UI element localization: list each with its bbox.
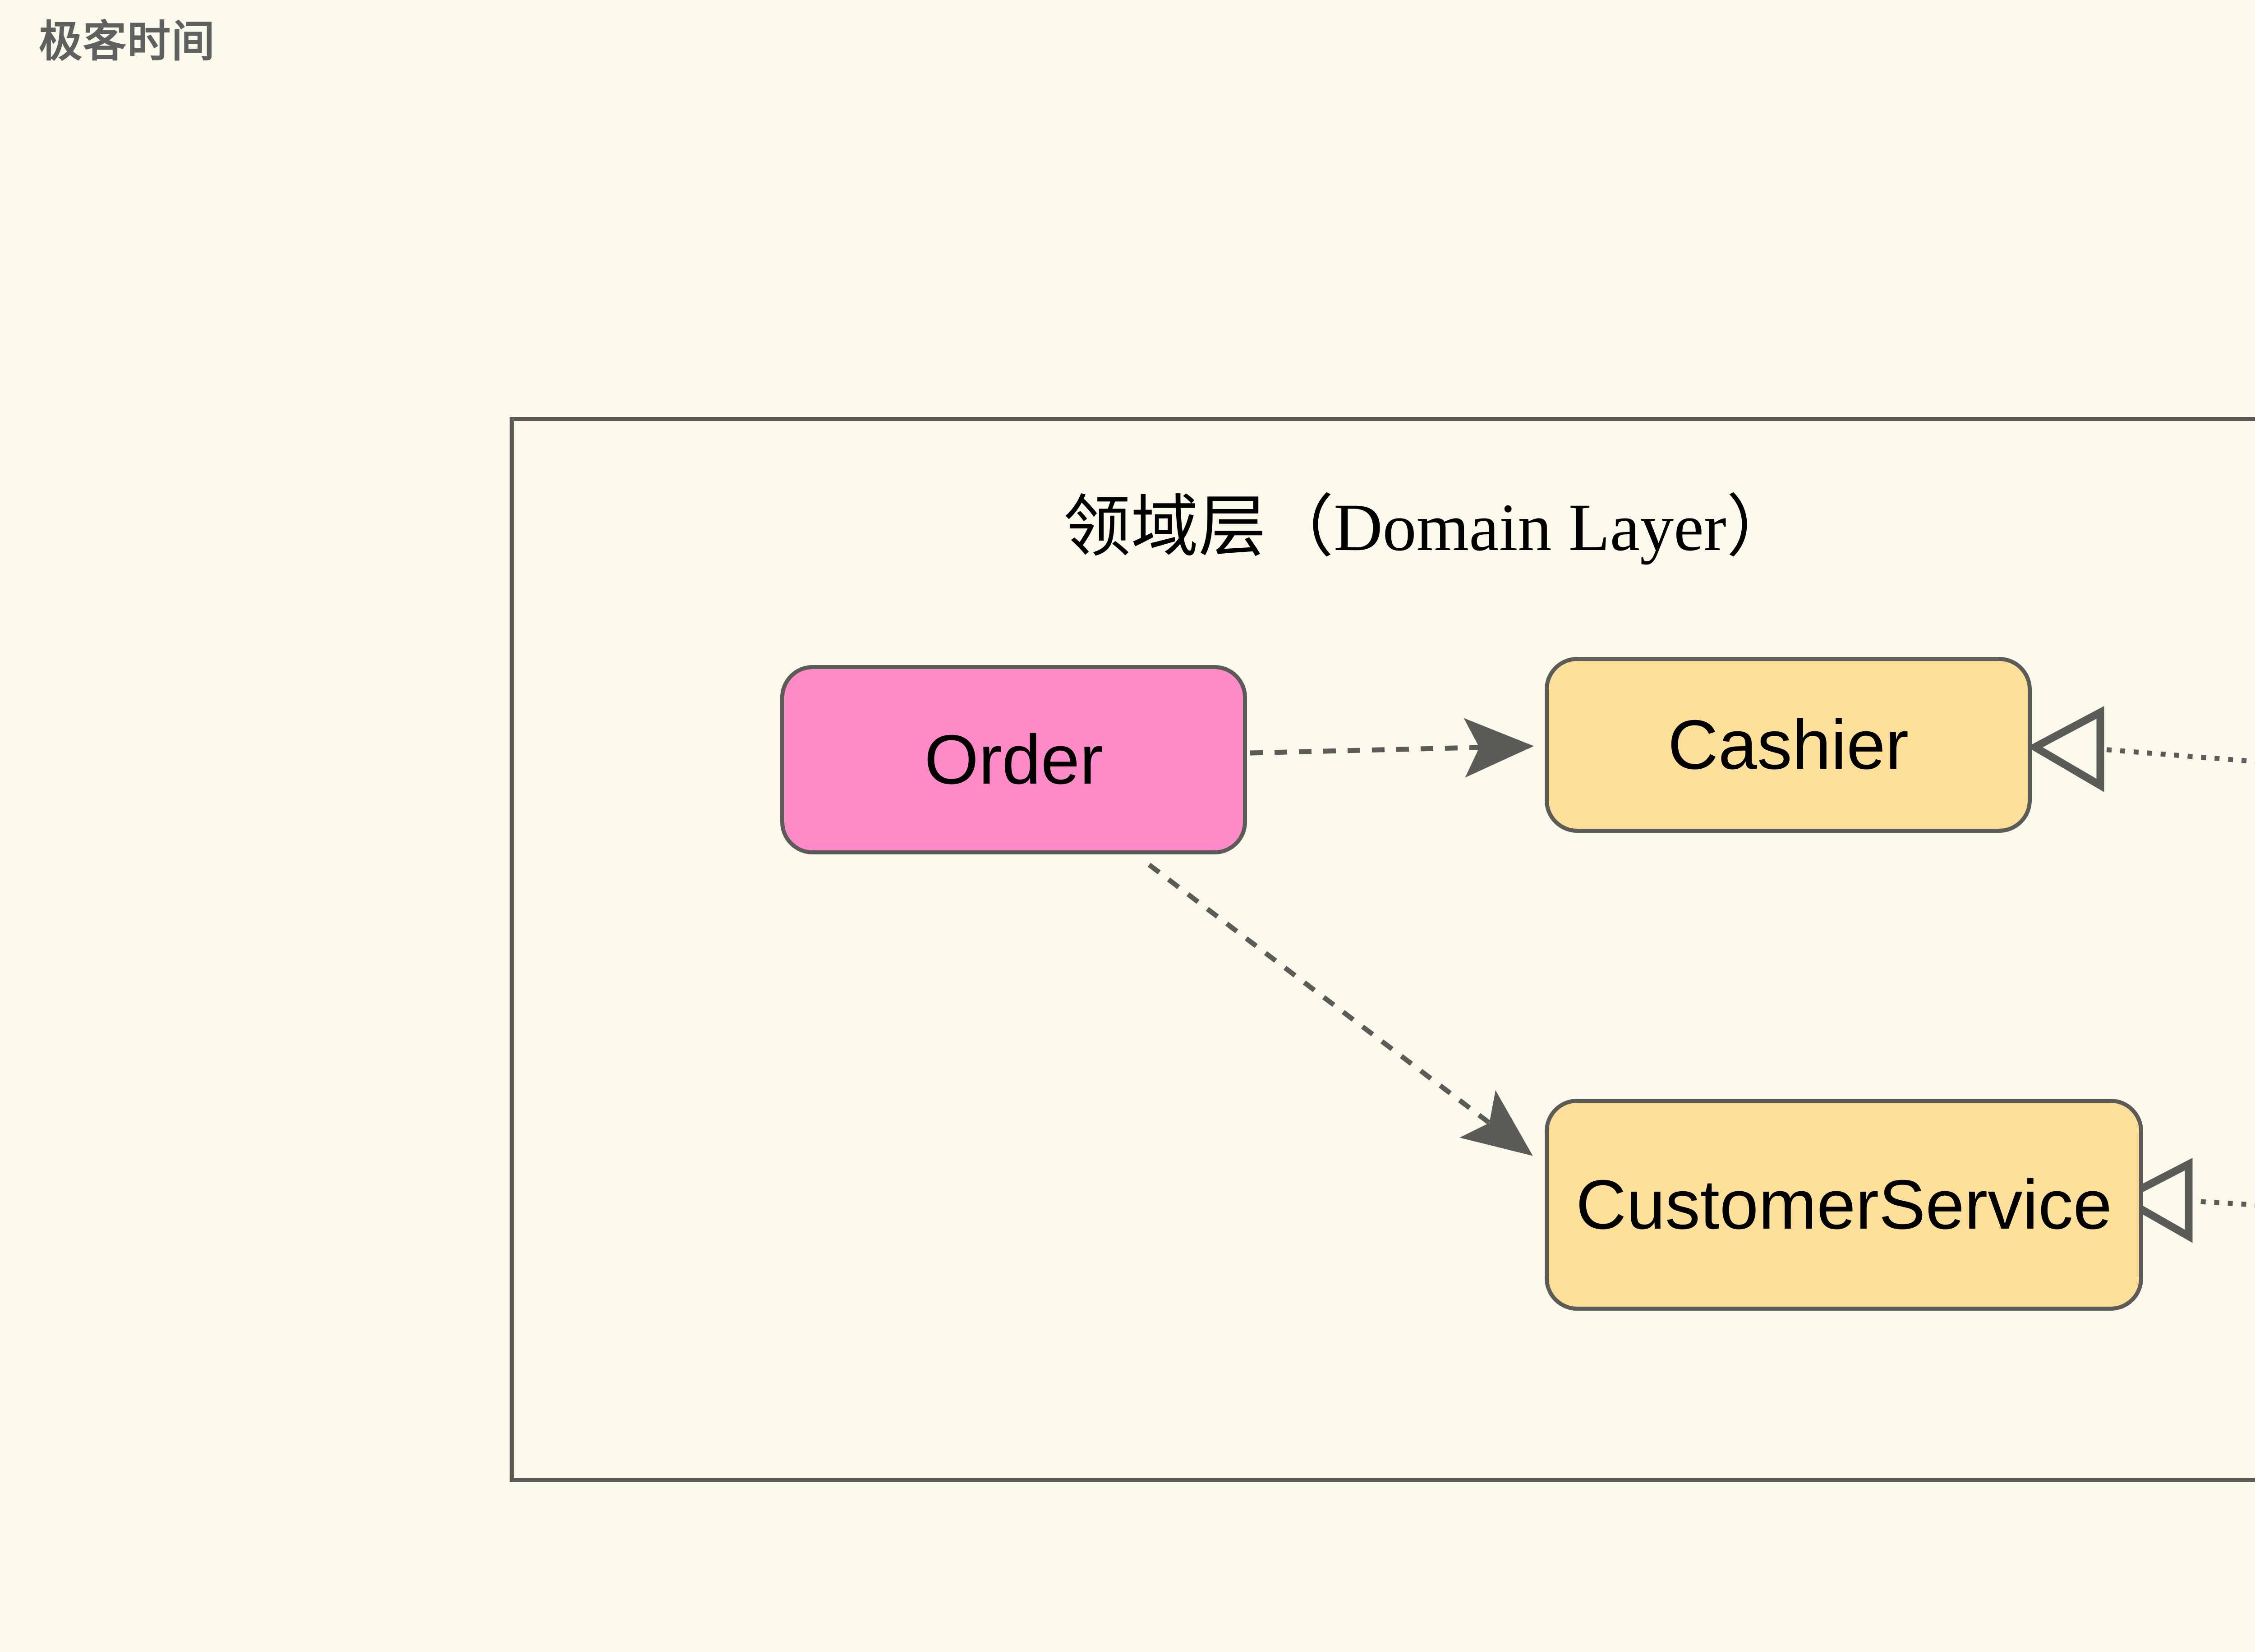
domain-layer-container: [510, 417, 2255, 1482]
node-cashier[interactable]: Cashier: [1545, 657, 2032, 833]
node-customer-service-label: CustomerService: [1576, 1165, 2112, 1244]
node-order-label: Order: [924, 720, 1103, 798]
node-order[interactable]: Order: [780, 665, 1247, 854]
domain-layer-title: 领域层（Domain Layer）: [1063, 490, 1794, 565]
node-cashier-label: Cashier: [1667, 705, 1909, 784]
brand-name: 极客时间: [39, 18, 216, 66]
node-customer-service[interactable]: CustomerService: [1545, 1099, 2143, 1311]
brand-header: 极客时间: [27, 13, 216, 71]
